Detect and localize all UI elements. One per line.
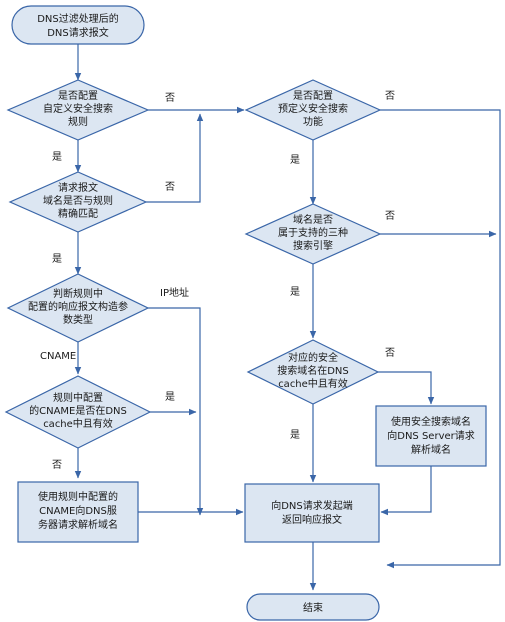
decision-safe-domain-cache (246, 339, 380, 405)
label-supported-engine-yes: 是 (290, 286, 300, 298)
decision-predefined (244, 79, 382, 141)
decision-exact-match (8, 171, 148, 233)
label-safe-cache-yes: 是 (290, 429, 300, 441)
exact-match-text: 请求报文域名是否与规则精确匹配 (43, 181, 113, 220)
edge-safe-cache-no (378, 371, 435, 405)
decision-supported-engine (244, 203, 382, 265)
edge-resolve-safe-to-respond (380, 466, 432, 516)
start-terminal (11, 5, 145, 45)
edge-exact-match-no (146, 113, 204, 203)
decision-param-type (6, 273, 150, 343)
label-predefined-yes: 是 (290, 154, 300, 166)
label-custom-rule-yes: 是 (52, 151, 62, 163)
label-exact-match-yes: 是 (52, 253, 62, 265)
supported-engine-text: 域名是否属于支持的三种搜索引擎 (278, 213, 348, 252)
label-cname-cache-yes: 是 (165, 391, 175, 403)
end-terminal (246, 593, 380, 621)
label-cname-cache-no: 否 (52, 459, 62, 471)
custom-rule-text: 是否配置自定义安全搜索规则 (43, 90, 113, 128)
respond-text: 向DNS请求发起端返回响应报文 (271, 499, 353, 526)
label-custom-rule-no: 否 (165, 92, 175, 104)
label-param-ip: IP地址 (160, 286, 189, 299)
decision-cname-cache (4, 375, 152, 449)
param-type-text: 判断规则中配置的响应报文构造参数类型 (28, 287, 128, 326)
process-resolve-cname (17, 481, 139, 543)
end-text: 结束 (303, 601, 323, 614)
edge-param-ip (148, 307, 204, 516)
decision-custom-rule (6, 79, 150, 141)
predefined-text: 是否配置预定义安全搜索功能 (278, 90, 348, 128)
process-resolve-safe-domain (375, 405, 487, 467)
edge-predefined-no (380, 109, 501, 569)
resolve-safe-domain-text: 使用安全搜索域名向DNS Server请求解析域名 (387, 415, 475, 456)
label-predefined-no: 否 (385, 90, 395, 102)
label-exact-match-no: 否 (165, 181, 175, 193)
edges (74, 44, 501, 591)
label-safe-cache-no: 否 (385, 347, 395, 359)
label-supported-engine-no: 否 (385, 210, 395, 222)
label-param-cname: CNAME (40, 351, 76, 362)
process-respond (244, 483, 380, 543)
nodes (4, 5, 487, 621)
edge-labels: 否 是 否 是 IP地址 CNAME 是 否 否 是 否 是 否 是 (40, 90, 395, 471)
